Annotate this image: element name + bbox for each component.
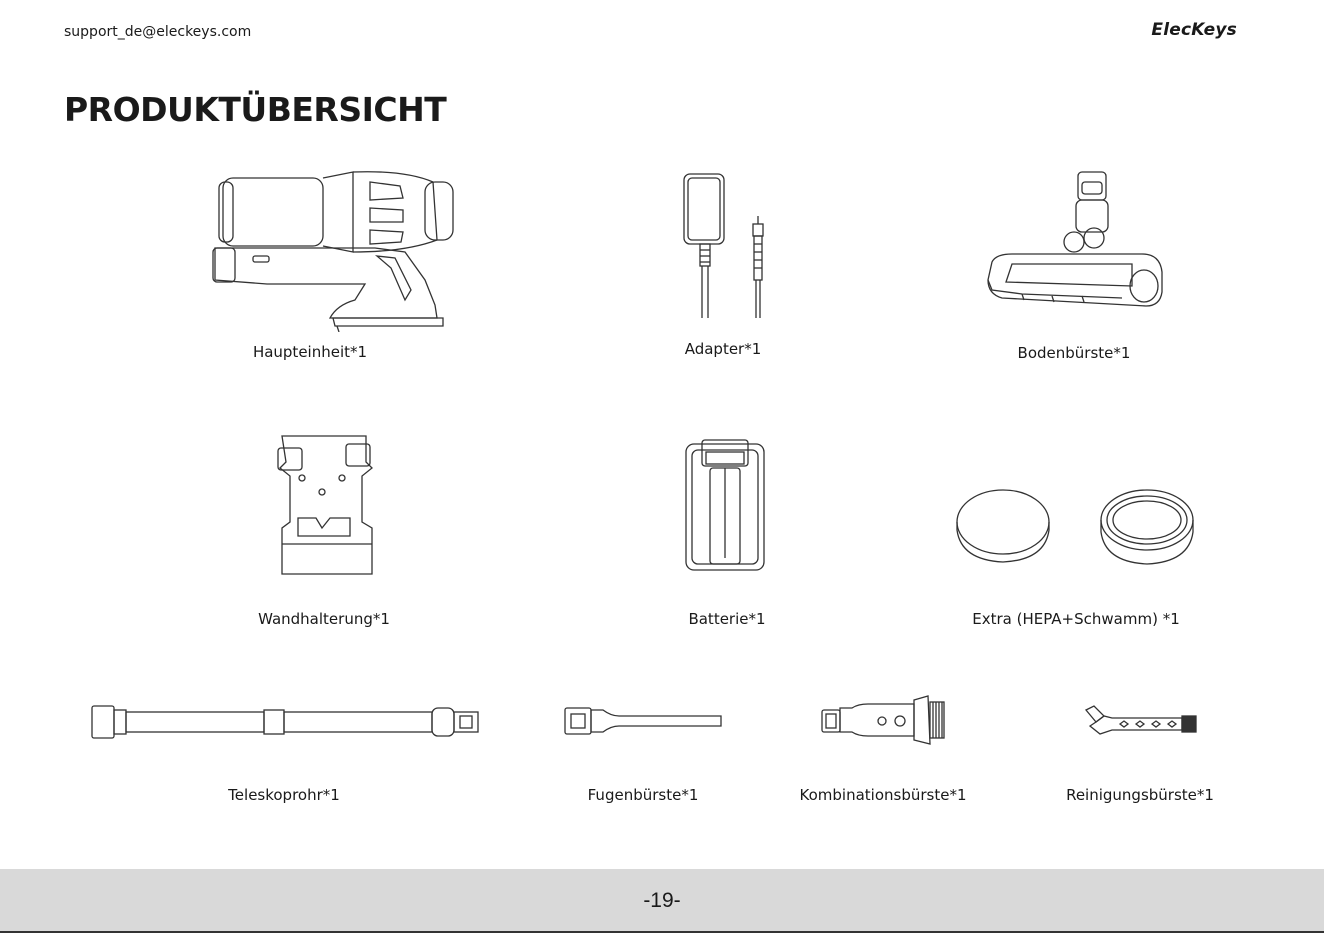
telescopic-tube-icon [90, 704, 482, 740]
page-footer: -19- [0, 869, 1324, 933]
main-unit-icon [205, 160, 455, 332]
combination-brush-icon [820, 694, 948, 746]
item-label-adapter: Adapter*1 [685, 340, 762, 358]
item-label-telescopic-tube: Teleskoprohr*1 [228, 786, 340, 804]
filter-icon [955, 486, 1201, 568]
item-label-combination-brush: Kombinationsbürste*1 [800, 786, 967, 804]
cleaning-brush-icon [1082, 704, 1200, 738]
floor-brush-icon [982, 168, 1168, 318]
email-address: support_de@eleckeys.com [64, 24, 251, 40]
item-label-main-unit: Haupteinheit*1 [253, 343, 367, 361]
item-label-wall-mount: Wandhalterung*1 [258, 610, 390, 628]
wall-mount-icon [272, 432, 380, 580]
page-title: PRODUKTÜBERSICHT [64, 90, 446, 129]
crevice-tool-icon [563, 704, 725, 738]
item-label-extra: Extra (HEPA+Schwamm) *1 [972, 610, 1180, 628]
page-number: -19- [0, 889, 1324, 913]
item-label-cleaning-brush: Reinigungsbürste*1 [1066, 786, 1214, 804]
brand-logo: ElecKeys [1151, 20, 1237, 40]
battery-icon [684, 438, 766, 574]
item-label-crevice-tool: Fugenbürste*1 [588, 786, 699, 804]
item-label-floor-brush: Bodenbürste*1 [1018, 344, 1131, 362]
adapter-icon [680, 172, 780, 322]
item-label-battery: Batterie*1 [688, 610, 765, 628]
